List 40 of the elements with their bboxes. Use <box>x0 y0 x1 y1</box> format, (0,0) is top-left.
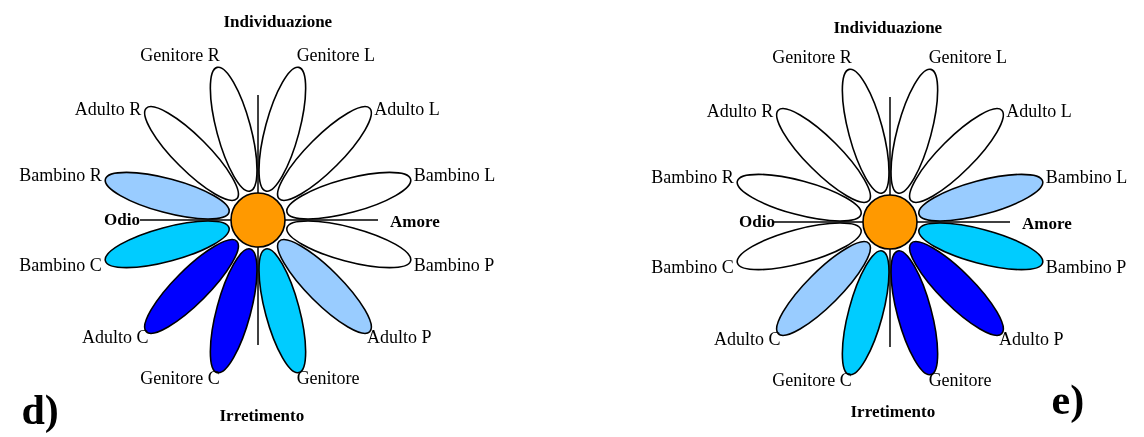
axis-label: Odio <box>739 212 775 232</box>
petal <box>841 68 890 194</box>
petal <box>276 105 373 202</box>
petal-label: Bambino P <box>413 254 495 275</box>
petal-label: Genitore <box>928 369 992 390</box>
petal <box>775 107 872 204</box>
panel-letter: d) <box>21 388 59 432</box>
axis-label: Amore <box>1022 214 1072 234</box>
petal <box>209 66 258 192</box>
petal-label: Adulto R <box>706 100 774 121</box>
petal-label: Genitore R <box>140 45 220 66</box>
petal-label: Bambino C <box>19 254 102 275</box>
axis-label: Irretimento <box>850 402 936 422</box>
axis-label: Individuazione <box>833 18 943 38</box>
petal-label: Adulto L <box>374 98 440 119</box>
axis-label: Odio <box>104 210 140 230</box>
petal-label: Genitore <box>296 367 360 388</box>
petal <box>890 68 939 194</box>
panel-letter: e) <box>1051 378 1085 422</box>
petal-label: Bambino R <box>19 165 102 186</box>
petal-label: Adulto P <box>367 327 432 347</box>
petal-label: Bambino L <box>413 165 496 186</box>
petal-label: Adulto C <box>713 329 781 349</box>
petal-label: Adulto R <box>74 98 142 119</box>
petal-label: Adulto L <box>1006 100 1072 121</box>
petal <box>143 105 240 202</box>
petal-label: Bambino R <box>651 167 734 188</box>
petal <box>258 66 307 192</box>
petal-label: Adulto C <box>81 327 149 347</box>
petal-label: Bambino L <box>1045 167 1128 188</box>
petal-label: Adulto P <box>999 329 1064 349</box>
axis-label: Individuazione <box>223 12 333 32</box>
petal-label: Bambino P <box>1045 256 1127 277</box>
petal-label: Genitore L <box>928 47 1008 68</box>
axis-label: Amore <box>390 212 440 232</box>
axis-label: Irretimento <box>219 406 305 426</box>
petal-label: Genitore R <box>772 47 852 68</box>
petal-label: Bambino C <box>651 256 734 277</box>
petal <box>908 107 1005 204</box>
petal-label: Genitore L <box>296 45 376 66</box>
